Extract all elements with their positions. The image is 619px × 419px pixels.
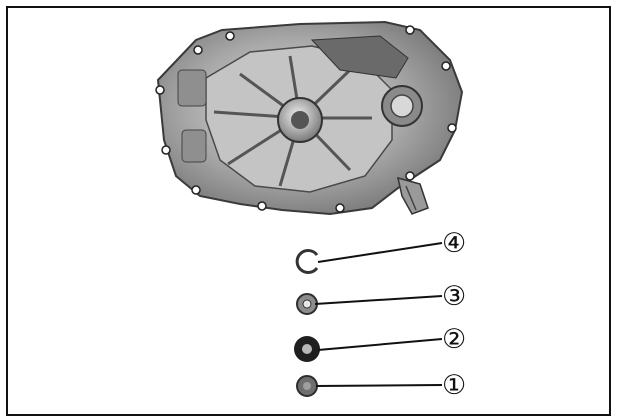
leader-line-1 (316, 385, 442, 386)
leader-line-3 (315, 296, 442, 304)
callout-1: ① (442, 370, 466, 401)
callout-3: ③ (442, 281, 466, 312)
part-2-oil-seal (294, 336, 320, 362)
part-4-circlip (297, 251, 317, 273)
part-3-washer (297, 294, 317, 314)
engine-cover-casting (156, 22, 462, 214)
leader-line-4 (318, 243, 442, 262)
callout-4: ④ (442, 228, 466, 259)
leader-line-2 (318, 339, 442, 350)
callout-2: ② (442, 324, 466, 355)
part-1-bearing (297, 376, 317, 396)
